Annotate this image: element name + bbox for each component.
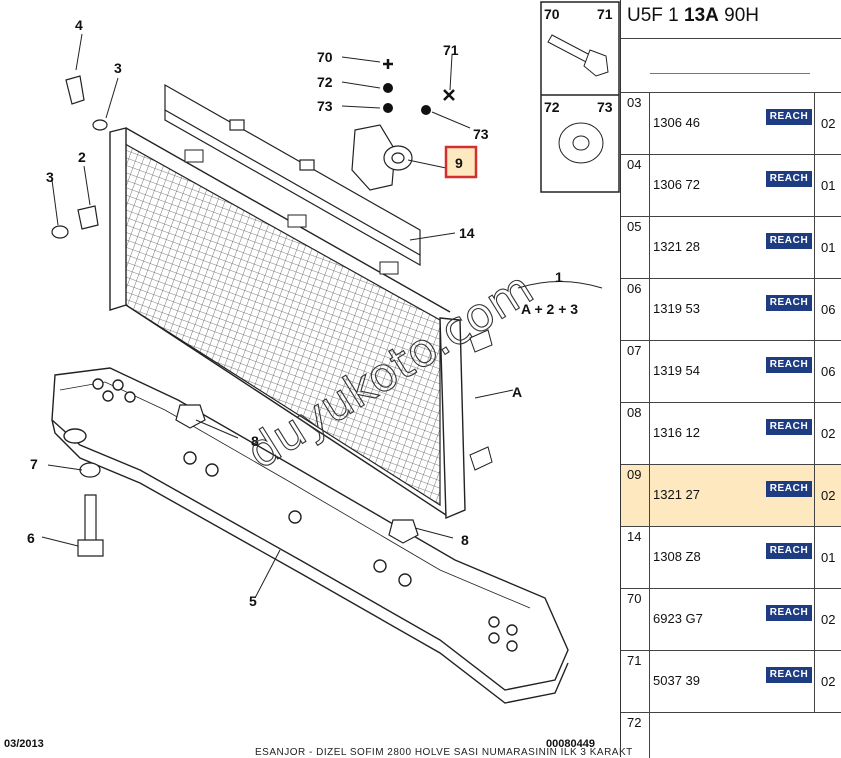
row-index: 08 [621, 403, 650, 465]
row-index: 14 [621, 527, 650, 589]
row-qty: 06 [814, 341, 841, 403]
reach-badge[interactable]: REACH [766, 357, 812, 373]
part-row[interactable]: 05 1321 28 REACH 01 [621, 216, 841, 279]
row-qty: 02 [814, 93, 841, 155]
part-code: 1321 28 [653, 239, 700, 254]
callout-3-top: 3 [114, 60, 122, 76]
washer-icon [558, 122, 604, 164]
callout-2: 2 [78, 149, 86, 165]
inset-label-70: 70 [544, 6, 560, 22]
callout-4: 4 [75, 17, 83, 33]
part-row-selected[interactable]: 09 1321 27 REACH 02 [621, 464, 841, 527]
part-row[interactable]: 72 [621, 712, 841, 758]
callout-72: 72 [317, 74, 333, 90]
fastener-dots [383, 59, 455, 115]
reach-badge[interactable]: REACH [766, 419, 812, 435]
callout-7: 7 [30, 456, 38, 472]
callout-71: 71 [443, 42, 459, 58]
upper-mount [351, 124, 413, 191]
part-row[interactable]: 04 1306 72 REACH 01 [621, 154, 841, 217]
row-index: 71 [621, 651, 650, 713]
part-code: 1319 54 [653, 363, 700, 378]
part-row[interactable]: 70 6923 G7 REACH 02 [621, 588, 841, 651]
callout-9-box[interactable] [444, 145, 478, 179]
row-qty: 06 [814, 279, 841, 341]
callout-8-right: 8 [461, 532, 469, 548]
radiator [109, 127, 493, 520]
reach-badge[interactable]: REACH [766, 481, 812, 497]
callout-70: 70 [317, 49, 333, 65]
callout-6: 6 [27, 530, 35, 546]
row-index: 05 [621, 217, 650, 279]
callout-14: 14 [459, 225, 475, 241]
part-row[interactable]: 07 1319 54 REACH 06 [621, 340, 841, 403]
row-index: 70 [621, 589, 650, 651]
part-code: 1316 12 [653, 425, 700, 440]
part-row[interactable]: 06 1319 53 REACH 06 [621, 278, 841, 341]
row-index: 07 [621, 341, 650, 403]
reach-badge[interactable]: REACH [766, 295, 812, 311]
row-qty: 02 [814, 589, 841, 651]
leader-lines [41, 33, 603, 599]
reach-badge[interactable]: REACH [766, 233, 812, 249]
bolt-icon [547, 34, 609, 77]
part-row[interactable]: 03 1306 46 REACH 02 [621, 92, 841, 155]
callout-5: 5 [249, 593, 257, 609]
inset-box: 70 71 72 73 [540, 1, 620, 193]
fasteners [51, 75, 419, 557]
row-qty: 02 [814, 465, 841, 527]
callout-8: 8 [251, 433, 259, 449]
part-code: 1306 46 [653, 115, 700, 130]
parts-list-panel: U5F 1 13A 90H 03 1306 46 REACH 02 04 130… [620, 0, 841, 758]
callout-3-left: 3 [46, 169, 54, 185]
inset-label-73: 73 [597, 99, 613, 115]
callout-1: 1 [555, 269, 563, 285]
row-qty: 01 [814, 527, 841, 589]
reach-badge[interactable]: REACH [766, 543, 812, 559]
row-qty: 02 [814, 403, 841, 465]
callout-9[interactable]: 9 [455, 155, 463, 171]
part-code: 1308 Z8 [653, 549, 701, 564]
reach-badge[interactable]: REACH [766, 605, 812, 621]
row-qty: 01 [814, 217, 841, 279]
inset-label-72: 72 [544, 99, 560, 115]
callout-formula: A + 2 + 3 [521, 301, 578, 317]
callout-73: 73 [317, 98, 333, 114]
row-index: 06 [621, 279, 650, 341]
reach-badge[interactable]: REACH [766, 109, 812, 125]
row-index: 09 [621, 465, 650, 527]
part-code: 5037 39 [653, 673, 700, 688]
cross-member [51, 367, 569, 704]
callout-A: A [512, 384, 522, 400]
row-qty: 02 [814, 651, 841, 713]
footer-note: ESANJOR - DIZEL SOFIM 2800 HOLVE SASI NU… [255, 747, 633, 758]
panel-header: U5F 1 13A 90H [627, 5, 760, 26]
callout-73-right: 73 [473, 126, 489, 142]
part-row[interactable]: 14 1308 Z8 REACH 01 [621, 526, 841, 589]
row-qty: 01 [814, 155, 841, 217]
row-index: 72 [621, 713, 650, 758]
part-code: 1306 72 [653, 177, 700, 192]
footer-reference: 00080449 [546, 738, 595, 750]
reach-badge[interactable]: REACH [766, 171, 812, 187]
part-row[interactable]: 08 1316 12 REACH 02 [621, 402, 841, 465]
part-code: 1319 53 [653, 301, 700, 316]
parts-diagram: 70 72 73 71 73 9 14 4 3 2 3 1 A + 2 + 3 … [27, 1, 620, 704]
footer-date: 03/2013 [4, 738, 44, 750]
part-row[interactable]: 71 5037 39 REACH 02 [621, 650, 841, 713]
row-index: 04 [621, 155, 650, 217]
row-index: 03 [621, 93, 650, 155]
part-code: 6923 G7 [653, 611, 703, 626]
panel-subheader [621, 38, 841, 74]
reach-badge[interactable]: REACH [766, 667, 812, 683]
upper-bracket [164, 83, 421, 267]
inset-label-71: 71 [597, 6, 613, 22]
part-code: 1321 27 [653, 487, 700, 502]
